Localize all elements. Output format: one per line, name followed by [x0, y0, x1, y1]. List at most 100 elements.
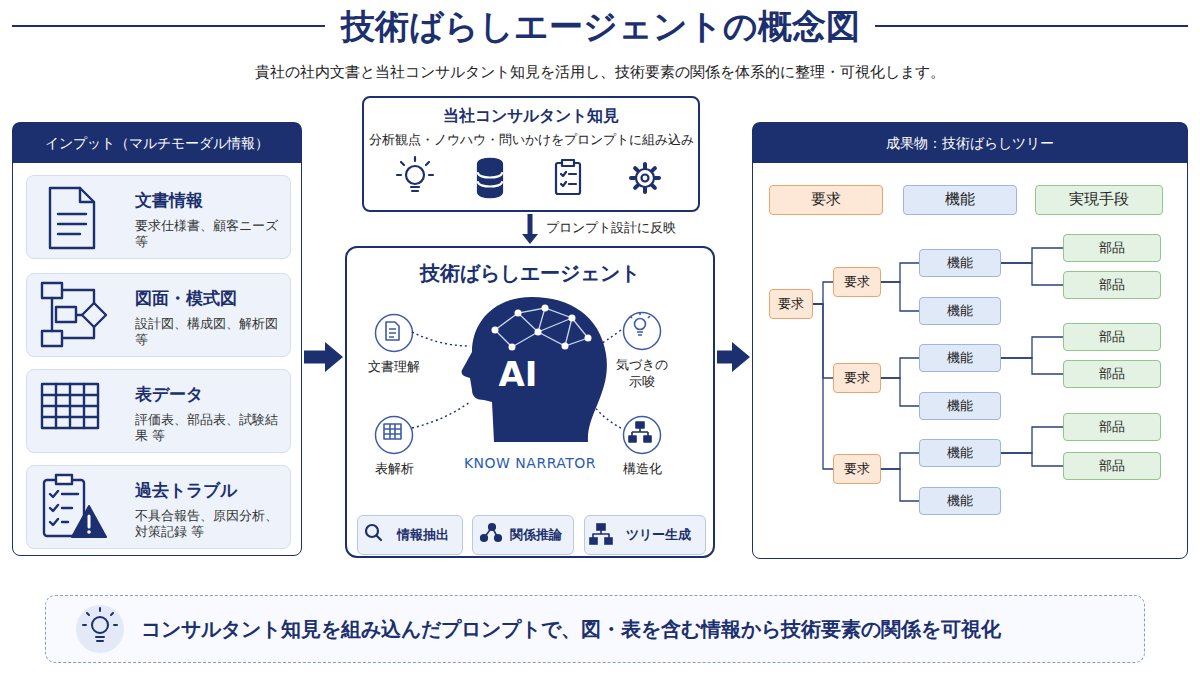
node-body: 設計図、構成図、解析図 等	[135, 316, 285, 349]
node-title: 部品	[1064, 453, 1160, 479]
action-button: 情報抽出	[357, 515, 463, 555]
node-body: 要求仕様書、顧客ニーズ 等	[135, 218, 285, 251]
connector	[881, 358, 919, 378]
connector	[1001, 337, 1063, 358]
node-title: 表解析	[365, 461, 423, 478]
function-box: 機能	[919, 392, 1001, 420]
function-box: 機能	[919, 344, 1001, 372]
tree-line	[881, 358, 919, 378]
node-title: 関係推論	[503, 516, 569, 554]
action-button: ツリー生成	[584, 515, 706, 555]
tree-line	[1001, 263, 1063, 285]
function-box: 機能	[919, 487, 1001, 515]
tree-line	[1001, 358, 1063, 374]
function-circle: 気づきの示唆	[607, 311, 677, 391]
input-card: 文書情報要求仕様書、顧客ニーズ 等	[26, 175, 291, 259]
node-title: 部品	[1064, 324, 1160, 350]
tree-line	[881, 453, 919, 469]
column-header: 実現手段	[1035, 185, 1163, 215]
node-title: 機能	[904, 186, 1016, 214]
circle-outline	[376, 417, 413, 454]
action-button: 関係推論	[472, 515, 574, 555]
connector	[522, 214, 538, 244]
part-box: 部品	[1063, 413, 1161, 441]
node-title: 成果物：技術ばらしツリー	[753, 123, 1187, 163]
tree-line	[881, 469, 919, 501]
node-title: 部品	[1064, 414, 1160, 440]
part-box: 部品	[1063, 452, 1161, 480]
input-card: 表データ評価表、部品表、試験結果 等	[26, 369, 291, 453]
node-title: 表データ	[135, 383, 203, 405]
node-title: 要求	[834, 268, 880, 296]
node-title: 過去トラブル	[135, 479, 237, 501]
node-title: 機能	[920, 393, 1000, 419]
tree-line	[1001, 248, 1063, 263]
connector	[813, 304, 833, 378]
node-title: 文書情報	[135, 189, 203, 211]
function-box: 機能	[919, 297, 1001, 325]
function-box: 機能	[919, 439, 1001, 467]
node-title: 要求	[834, 455, 880, 483]
function-circle: 表解析	[359, 415, 429, 487]
circle-outline	[624, 417, 661, 454]
tree-line	[1001, 453, 1063, 466]
node-title: 図面・模式図	[135, 287, 237, 309]
connector	[813, 304, 833, 469]
circle-outline	[374, 313, 414, 353]
agent-box: 技術ばらしエージェント文書理解表解析 気づきの示唆構造化情報抽出 関係推論 ツリー生成	[345, 246, 715, 558]
circle-outline	[622, 311, 662, 351]
panel-box: 成果物：技術ばらしツリー要求機能実現手段要求要求機能部品部品機能要求機能部品部品…	[752, 122, 1188, 559]
connector	[1001, 453, 1063, 466]
tree-line	[1001, 337, 1063, 358]
circle-outline	[376, 315, 413, 352]
node-title: 要求	[834, 364, 880, 392]
node-title: 文書理解	[365, 359, 423, 376]
subtitle: 貴社の社内文書と当社コンサルタント知見を活用し、技術要素の関係を体系的に整理・可…	[0, 63, 1200, 83]
function-circle: 構造化	[607, 415, 677, 487]
tree-line	[813, 304, 833, 469]
function-circle: 文書理解	[359, 313, 429, 385]
connector	[304, 342, 343, 372]
flow-arrow	[304, 342, 343, 372]
requirement-box: 要求	[833, 363, 881, 393]
function-box: 機能	[919, 249, 1001, 277]
node-title: 実現手段	[1036, 186, 1162, 214]
part-box: 部品	[1063, 271, 1161, 299]
diagram-title: 技術ばらしエージェントの概念図	[0, 4, 1200, 48]
tree-line	[881, 263, 919, 282]
requirement-box: 要求	[833, 267, 881, 297]
node-body: 分析観点・ノウハウ・問いかけをプロンプトに組み込み	[364, 132, 698, 148]
node-title: 機能	[920, 345, 1000, 371]
tree-line	[881, 378, 919, 406]
ai-mark: AI	[468, 352, 568, 396]
product-name: KNOW NARRATOR	[430, 454, 630, 472]
node-title: コンサルタント知見を組み込んだプロンプトで、図・表を含む情報から技術要素の関係を…	[141, 596, 1134, 662]
tree-line	[813, 282, 833, 304]
flow-arrow	[717, 342, 750, 372]
connector	[1001, 248, 1063, 263]
panel-box: インプット（マルチモーダル情報）文書情報要求仕様書、顧客ニーズ 等図面・模式図設…	[12, 122, 302, 556]
node-title: 情報抽出	[388, 516, 458, 554]
node-body: 不具合報告、原因分析、対策記録 等	[135, 508, 285, 541]
flow-arrow	[522, 214, 538, 244]
column-header: 機能	[903, 185, 1017, 215]
connector	[881, 469, 919, 501]
node-title: 部品	[1064, 361, 1160, 387]
column-header: 要求	[769, 185, 883, 215]
node-title: 部品	[1064, 235, 1160, 261]
circle-outline	[624, 313, 661, 350]
node-title: 構造化	[613, 461, 671, 478]
node-title: 要求	[770, 186, 882, 214]
requirement-box: 要求	[769, 289, 813, 319]
node-title: 技術ばらしエージェント	[347, 260, 713, 286]
circle-outline	[622, 415, 662, 455]
part-box: 部品	[1063, 360, 1161, 388]
connector	[717, 342, 750, 372]
part-box: 部品	[1063, 234, 1161, 262]
node-title: 要求	[770, 290, 812, 318]
connector	[1001, 427, 1063, 453]
node-title: ツリー生成	[615, 516, 701, 554]
connector	[1001, 358, 1063, 374]
node-title: 当社コンサルタント知見	[364, 106, 698, 127]
